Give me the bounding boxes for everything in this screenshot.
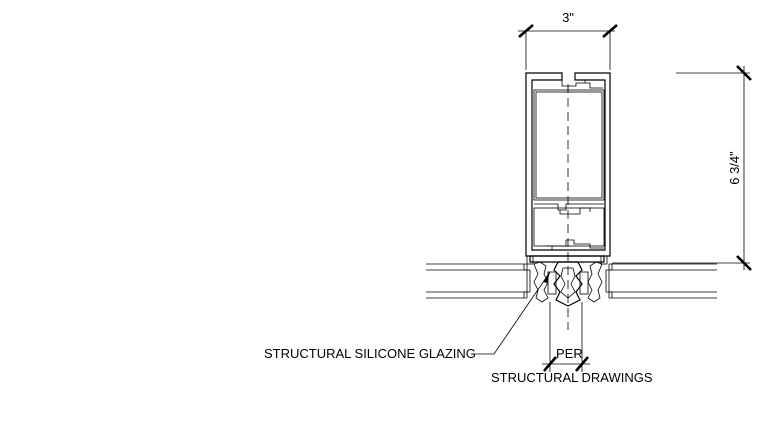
anchor-dimension xyxy=(542,302,590,372)
glass-lites xyxy=(426,263,717,299)
mullion-chamber-inner xyxy=(535,91,603,199)
per-callout-text: PER xyxy=(556,346,583,361)
setting-block xyxy=(600,255,608,265)
width-tick-left xyxy=(518,24,534,38)
spacer-left xyxy=(547,271,557,295)
glazing-callout-text: STRUCTURAL SILICONE GLAZING xyxy=(264,346,476,361)
mullion-chamber xyxy=(533,89,605,201)
drawings-callout-text: STRUCTURAL DRAWINGS xyxy=(491,370,653,385)
pressure-plate xyxy=(529,255,605,263)
silicone-joint xyxy=(523,261,613,307)
anchor-clip-bottom xyxy=(546,239,604,250)
leader-arrowhead xyxy=(543,272,550,283)
mullion-profile xyxy=(525,72,611,265)
snap-clip-middle xyxy=(534,203,604,215)
spacer-right xyxy=(579,271,589,295)
gasket-right xyxy=(587,261,603,303)
depth-tick-bottom xyxy=(736,255,752,271)
gasket-left xyxy=(533,261,549,303)
leader-diagonal xyxy=(493,271,551,355)
width-tick-right xyxy=(602,24,618,38)
silicone-bead-inner xyxy=(560,267,576,299)
silicone-bead xyxy=(553,261,583,307)
width-dimension: 3" xyxy=(518,10,618,70)
anchor-tick-left xyxy=(543,356,557,372)
joint-detail xyxy=(523,264,613,298)
depth-tick-top xyxy=(736,65,752,81)
width-dimension-text: 3" xyxy=(562,10,574,25)
setting-block xyxy=(526,255,534,265)
mullion-lower-chamber xyxy=(533,207,605,247)
glazing-leader xyxy=(474,271,551,355)
depth-dimension: 6 3/4" xyxy=(612,65,752,271)
depth-dimension-text: 6 3/4" xyxy=(727,151,742,185)
anchor-tick-right xyxy=(575,356,589,372)
